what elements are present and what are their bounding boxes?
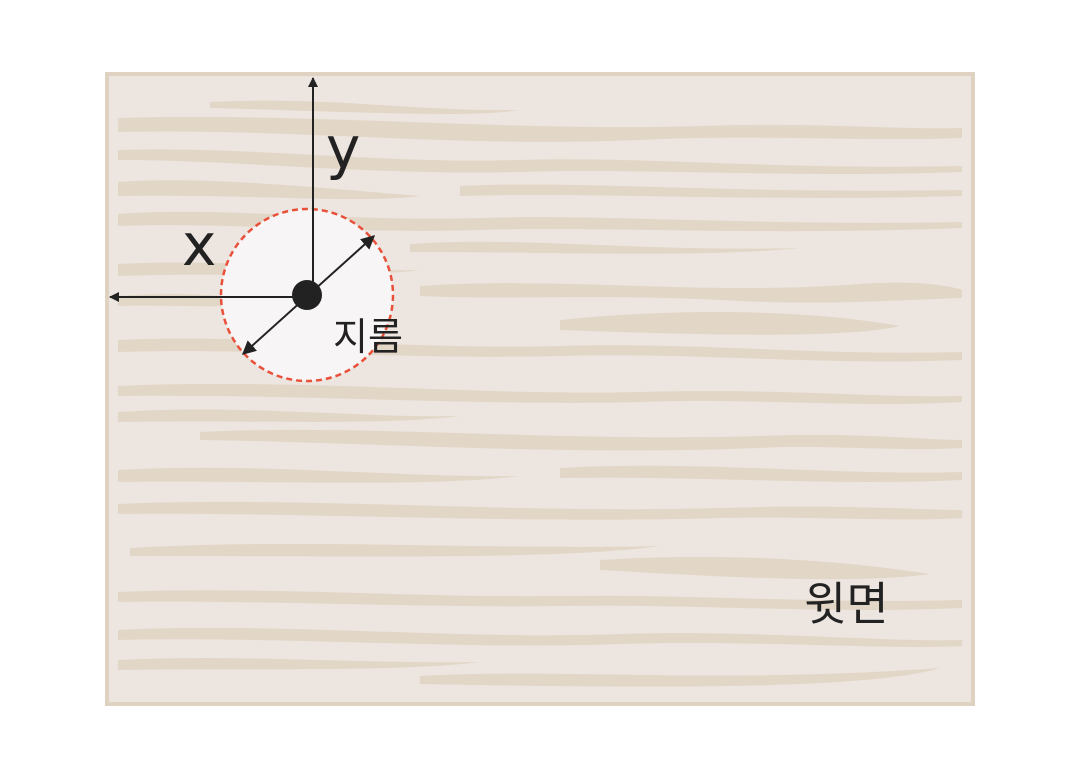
top-face-label: 윗면 — [804, 577, 889, 631]
hole-center-point — [292, 280, 322, 310]
x-axis-label: x — [182, 211, 216, 279]
wood-board — [105, 72, 975, 706]
y-axis-label: y — [326, 114, 360, 182]
diameter-label: 지름 — [333, 315, 403, 359]
wood-grain — [118, 100, 962, 687]
